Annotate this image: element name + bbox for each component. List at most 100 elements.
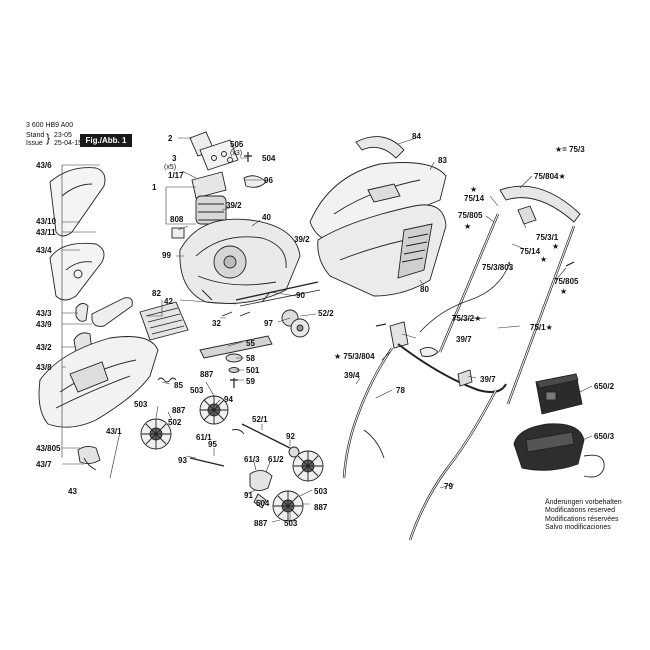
callout-label: 52/2 xyxy=(318,309,334,318)
callout-label: 503 xyxy=(284,519,298,528)
part-number: 3 600 HB9 A00 xyxy=(26,122,74,129)
callout-label: 61/1 xyxy=(196,433,212,442)
callout-label: 85 xyxy=(174,381,183,390)
callout-label: 887 xyxy=(254,519,268,528)
rear-flap-parts xyxy=(38,167,159,471)
star-legend: ★= 75/3 xyxy=(555,145,585,154)
callout-label: 650/3 xyxy=(594,432,615,441)
callout-label: 92 xyxy=(286,432,295,441)
callout-label: 80 xyxy=(420,285,429,294)
callout-label: 43/8 xyxy=(36,363,52,372)
callout-label: 82 xyxy=(152,289,161,298)
callout-label: 1 xyxy=(152,183,157,192)
issue-date: 25-04-15 xyxy=(54,140,83,147)
callout-label: 75/14 xyxy=(464,194,485,203)
callout-label: 75/3/1 xyxy=(536,233,559,242)
callout-label: 95 xyxy=(208,440,217,449)
callout-label: 2 xyxy=(168,134,173,143)
callout-label: 61/2 xyxy=(268,455,284,464)
callout-label: 96 xyxy=(264,176,273,185)
callout-label: 91 xyxy=(244,491,253,500)
stand-label: Stand xyxy=(26,132,45,139)
callout-label: 42 xyxy=(164,297,173,306)
note-line: Modifications reserved xyxy=(545,507,616,515)
callout-label: ★ xyxy=(540,255,547,264)
callout-label: 808 xyxy=(170,215,184,224)
handle-parts xyxy=(342,185,581,541)
callout-label: 43/2 xyxy=(36,343,52,352)
callout-label: 75/805 xyxy=(458,211,483,220)
callout-label: 97 xyxy=(264,319,273,328)
callout-label: 43/6 xyxy=(36,161,52,170)
callout-label: 79 xyxy=(444,482,453,491)
callout-label: 43/1 xyxy=(106,427,122,436)
callout-label: 93 xyxy=(178,456,187,465)
callout-label: 75/3/803 xyxy=(482,263,514,272)
motor-and-deck-parts xyxy=(139,131,324,522)
callout-label: 43/4 xyxy=(36,246,52,255)
callout-label: 1/17 xyxy=(168,171,184,180)
callout-label: 43/805 xyxy=(36,444,61,453)
callout-label: 887 xyxy=(314,503,328,512)
callout-label: (x3) xyxy=(230,150,242,157)
note-line: Salvo modificaciones xyxy=(545,524,611,532)
callout-label: 39/4 xyxy=(344,371,360,380)
callout-label: 503 xyxy=(134,400,148,409)
callout-label: 43/10 xyxy=(36,217,57,226)
callout-label: (x5) xyxy=(164,164,176,171)
callout-label: 43/11 xyxy=(36,228,56,237)
callout-label: 501 xyxy=(246,366,260,375)
callout-label: 58 xyxy=(246,354,255,363)
callout-label: 55 xyxy=(246,339,255,348)
callout-label: 78 xyxy=(396,386,405,395)
callout-label: ★ xyxy=(560,287,567,296)
callout-label: 43/9 xyxy=(36,320,52,329)
callout-label: 90 xyxy=(296,291,305,300)
callout-label: 504 xyxy=(262,154,276,163)
callout-label: 61/3 xyxy=(244,455,260,464)
callout-label: 75/14 xyxy=(520,247,541,256)
callout-label: 75/1★ xyxy=(530,323,553,332)
callout-label: 3 xyxy=(172,154,177,163)
callout-label: ★ xyxy=(552,242,559,251)
callout-label: 504 xyxy=(256,499,270,508)
callout-label: 887 xyxy=(200,370,214,379)
bracket-brace: } xyxy=(46,131,51,145)
callout-label: 650/2 xyxy=(594,382,615,391)
note-line: Modifications réservées xyxy=(545,515,619,523)
battery-and-charger xyxy=(513,373,605,478)
callout-label: 75/3/2★ xyxy=(452,314,481,323)
callout-label: 84 xyxy=(412,132,421,141)
callout-label: 43 xyxy=(68,487,77,496)
callout-label: 94 xyxy=(224,395,233,404)
callout-label: 39/7 xyxy=(456,335,472,344)
callout-label: 503 xyxy=(190,386,204,395)
callout-label: 99 xyxy=(162,251,171,260)
grass-box-parts xyxy=(309,136,447,297)
callout-label: ★ xyxy=(464,222,471,231)
callout-label: 43/7 xyxy=(36,460,52,469)
callout-label: 39/2 xyxy=(294,235,310,244)
callout-label: 39/2 xyxy=(226,201,242,210)
callout-label: 502 xyxy=(168,418,182,427)
callout-label: 887 xyxy=(172,406,186,415)
callout-label: 505 xyxy=(230,140,244,149)
leader-lines xyxy=(61,137,593,523)
callout-label: 83 xyxy=(438,156,447,165)
callout-label: 40 xyxy=(262,213,271,222)
issue-label: Issue xyxy=(26,140,43,147)
callout-label: ★ 75/3/804 xyxy=(334,352,375,361)
callout-label: 503 xyxy=(314,487,328,496)
callout-label: 39/7 xyxy=(480,375,496,384)
callout-label: 75/804★ xyxy=(534,172,566,181)
callout-label: 75/805 xyxy=(554,277,579,286)
callout-labels: 43/6 43/10 43/11 43/4 43/3 43/9 43/2 43/… xyxy=(36,132,615,528)
note-line: Änderungen vorbehalten xyxy=(545,499,622,506)
callout-label: 32 xyxy=(212,319,221,328)
modification-notes: Änderungen vorbehalten Modifications res… xyxy=(545,499,622,533)
callout-label: ★ xyxy=(470,185,477,194)
stand-date: 23-05 xyxy=(54,132,72,139)
callout-label: 59 xyxy=(246,377,255,386)
callout-label: 52/1 xyxy=(252,415,268,424)
